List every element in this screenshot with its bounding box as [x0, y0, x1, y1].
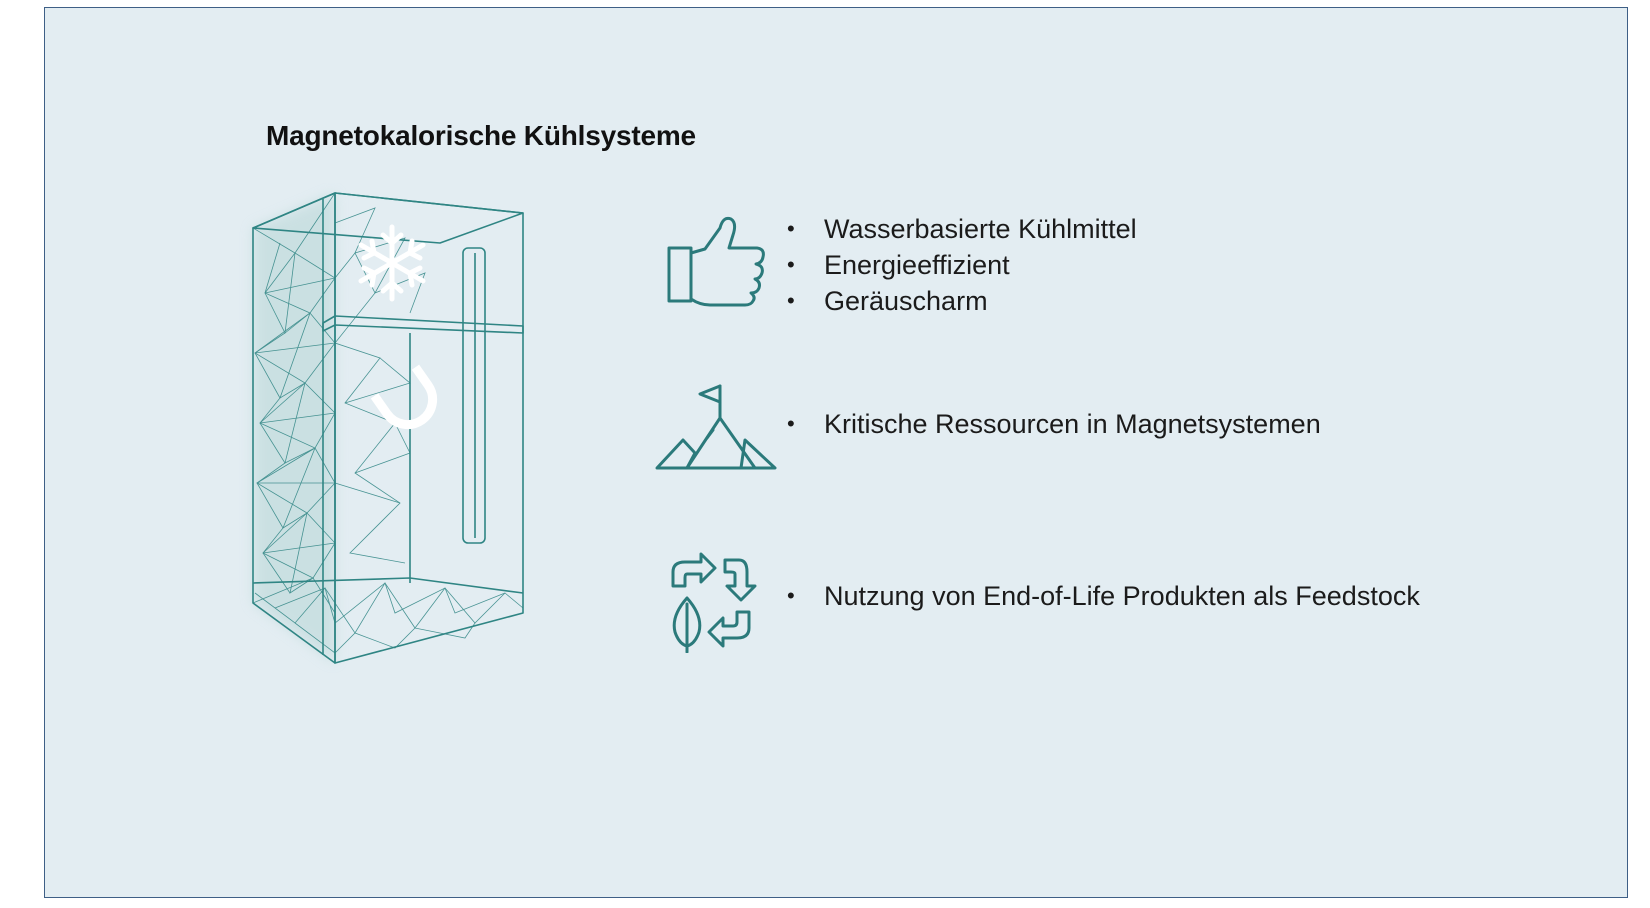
page-title: Magnetokalorische Kühlsysteme — [266, 120, 696, 151]
list-item: Energieeffizient — [787, 247, 1137, 283]
snowflake-icon — [358, 224, 426, 302]
row-2-bullets: Kritische Ressourcen in Magnetsystemen — [787, 406, 1321, 442]
thumbs-up-icon — [667, 216, 765, 307]
row-1-bullets: Wasserbasierte Kühlmittel Energieeffizie… — [787, 211, 1137, 319]
mountain-flag-icon — [655, 384, 777, 470]
list-item: Geräuscharm — [787, 283, 1137, 319]
list-item: Kritische Ressourcen in Magnetsystemen — [787, 406, 1321, 442]
refrigerator-illustration — [252, 192, 524, 664]
list-item: Wasserbasierte Kühlmittel — [787, 211, 1137, 247]
row-3-bullets: Nutzung von End-of-Life Produkten als Fe… — [787, 578, 1420, 614]
magnet-icon — [370, 364, 438, 430]
list-item: Nutzung von End-of-Life Produkten als Fe… — [787, 578, 1420, 614]
recycle-leaf-icon — [671, 552, 757, 653]
slide-canvas: Magnetokalorische Kühlsysteme — [44, 7, 1628, 898]
